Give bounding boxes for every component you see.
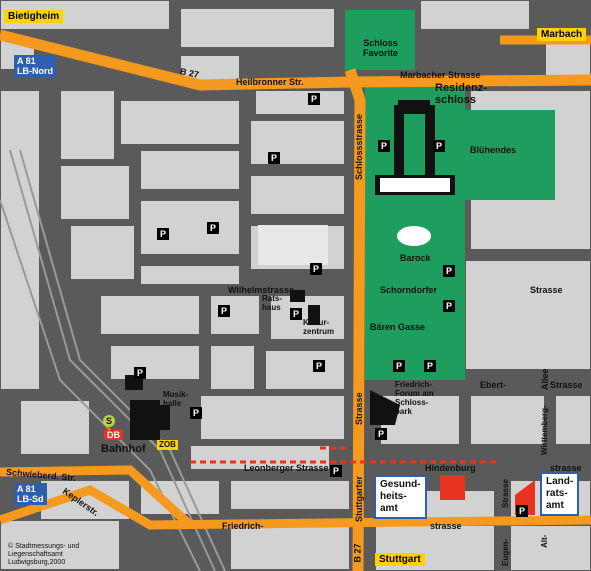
parking-icon: P — [157, 228, 169, 240]
street-schorndorfer: Schorndorfer — [380, 285, 438, 295]
street-hindenburg-strasse: strasse — [550, 463, 582, 473]
street-friedrich: Friedrich- — [222, 521, 264, 531]
street-ebert-strasse: Strasse — [550, 380, 583, 390]
street-schorndorfer-strasse: Strasse — [530, 285, 563, 295]
parking-icon: P — [516, 505, 528, 517]
street-leonberger: Leonberger Strasse — [244, 463, 329, 473]
label-musikhalle: Musik- halle — [163, 390, 189, 408]
label-residenzschloss: Residenz- schloss — [435, 82, 487, 106]
label-rathaus: Rats- haus — [262, 294, 283, 312]
label-barock: Barock — [400, 253, 431, 263]
label-bahnhof: Bahnhof — [101, 443, 146, 455]
label-baerengasse: Bären Gasse — [370, 322, 426, 332]
street-wilhelmstrasse: Wilhelmstrasse — [228, 285, 294, 295]
street-heilbronner: Heilbronner Str. — [236, 77, 304, 87]
street-alt: Alt- — [540, 534, 549, 548]
badge-a81-nord: A 81 LB-Nord — [14, 55, 56, 77]
callout-landratsamt: Land- rats- amt — [540, 472, 580, 516]
parking-icon: P — [218, 305, 230, 317]
place-bietigheim: Bietigheim — [4, 10, 64, 23]
street-stuttgarter: Stuttgarter — [354, 475, 364, 522]
parking-icon: P — [207, 222, 219, 234]
parking-icon: P — [443, 265, 455, 277]
street-marbacher: Marbacher Strasse — [400, 70, 481, 80]
street-ebert: Ebert- — [480, 380, 507, 390]
label-db: DB — [104, 430, 123, 440]
parking-icon: P — [424, 360, 436, 372]
parking-icon: P — [443, 300, 455, 312]
parking-icon: P — [393, 360, 405, 372]
parking-icon: P — [375, 428, 387, 440]
parking-icon: P — [313, 360, 325, 372]
callout-gesundheitsamt: Gesund- heits- amt — [374, 475, 427, 519]
place-stuttgart: Stuttgart — [375, 553, 425, 566]
label-forum: Friedrich- Forum am Schloss- park — [395, 380, 434, 416]
badge-a81-sued: A 81 LB-Sd — [14, 483, 47, 505]
street-allee: Allee — [540, 368, 550, 390]
street-hindenburg: Hindenburg — [425, 463, 476, 473]
place-marbach: Marbach — [537, 28, 587, 41]
label-zob: ZOB — [157, 440, 178, 450]
label-schloss-favorite: Schloss Favorite — [363, 38, 399, 58]
street-wurttemberg: Wirttemberg- — [540, 405, 549, 455]
street-landratsamt-strasse: Strasse — [501, 479, 510, 508]
parking-icon: P — [190, 407, 202, 419]
parking-icon: P — [310, 263, 322, 275]
street-stuttgarter-strasse: Strasse — [354, 392, 364, 425]
parking-icon: P — [378, 140, 390, 152]
street-friedrich-strasse: strasse — [430, 521, 462, 531]
street-eugen: Eugen- — [501, 538, 510, 566]
s-bahn-icon: S — [103, 415, 116, 427]
label-kulturzentrum: Kultur- zentrum — [303, 318, 335, 336]
parking-icon: P — [134, 367, 146, 379]
parking-icon: P — [330, 465, 342, 477]
parking-icon: P — [290, 308, 302, 320]
label-b27-bottom: B 27 — [352, 543, 363, 563]
parking-icon: P — [433, 140, 445, 152]
parking-icon: P — [308, 93, 320, 105]
label-bluehendes: Blühendes — [470, 145, 517, 155]
copyright-note: © Stadtmessungs- und Liegenschaftsamt Lu… — [8, 543, 80, 566]
parking-icon: P — [268, 152, 280, 164]
street-schlossstrasse: Schlossstrasse — [354, 113, 364, 180]
